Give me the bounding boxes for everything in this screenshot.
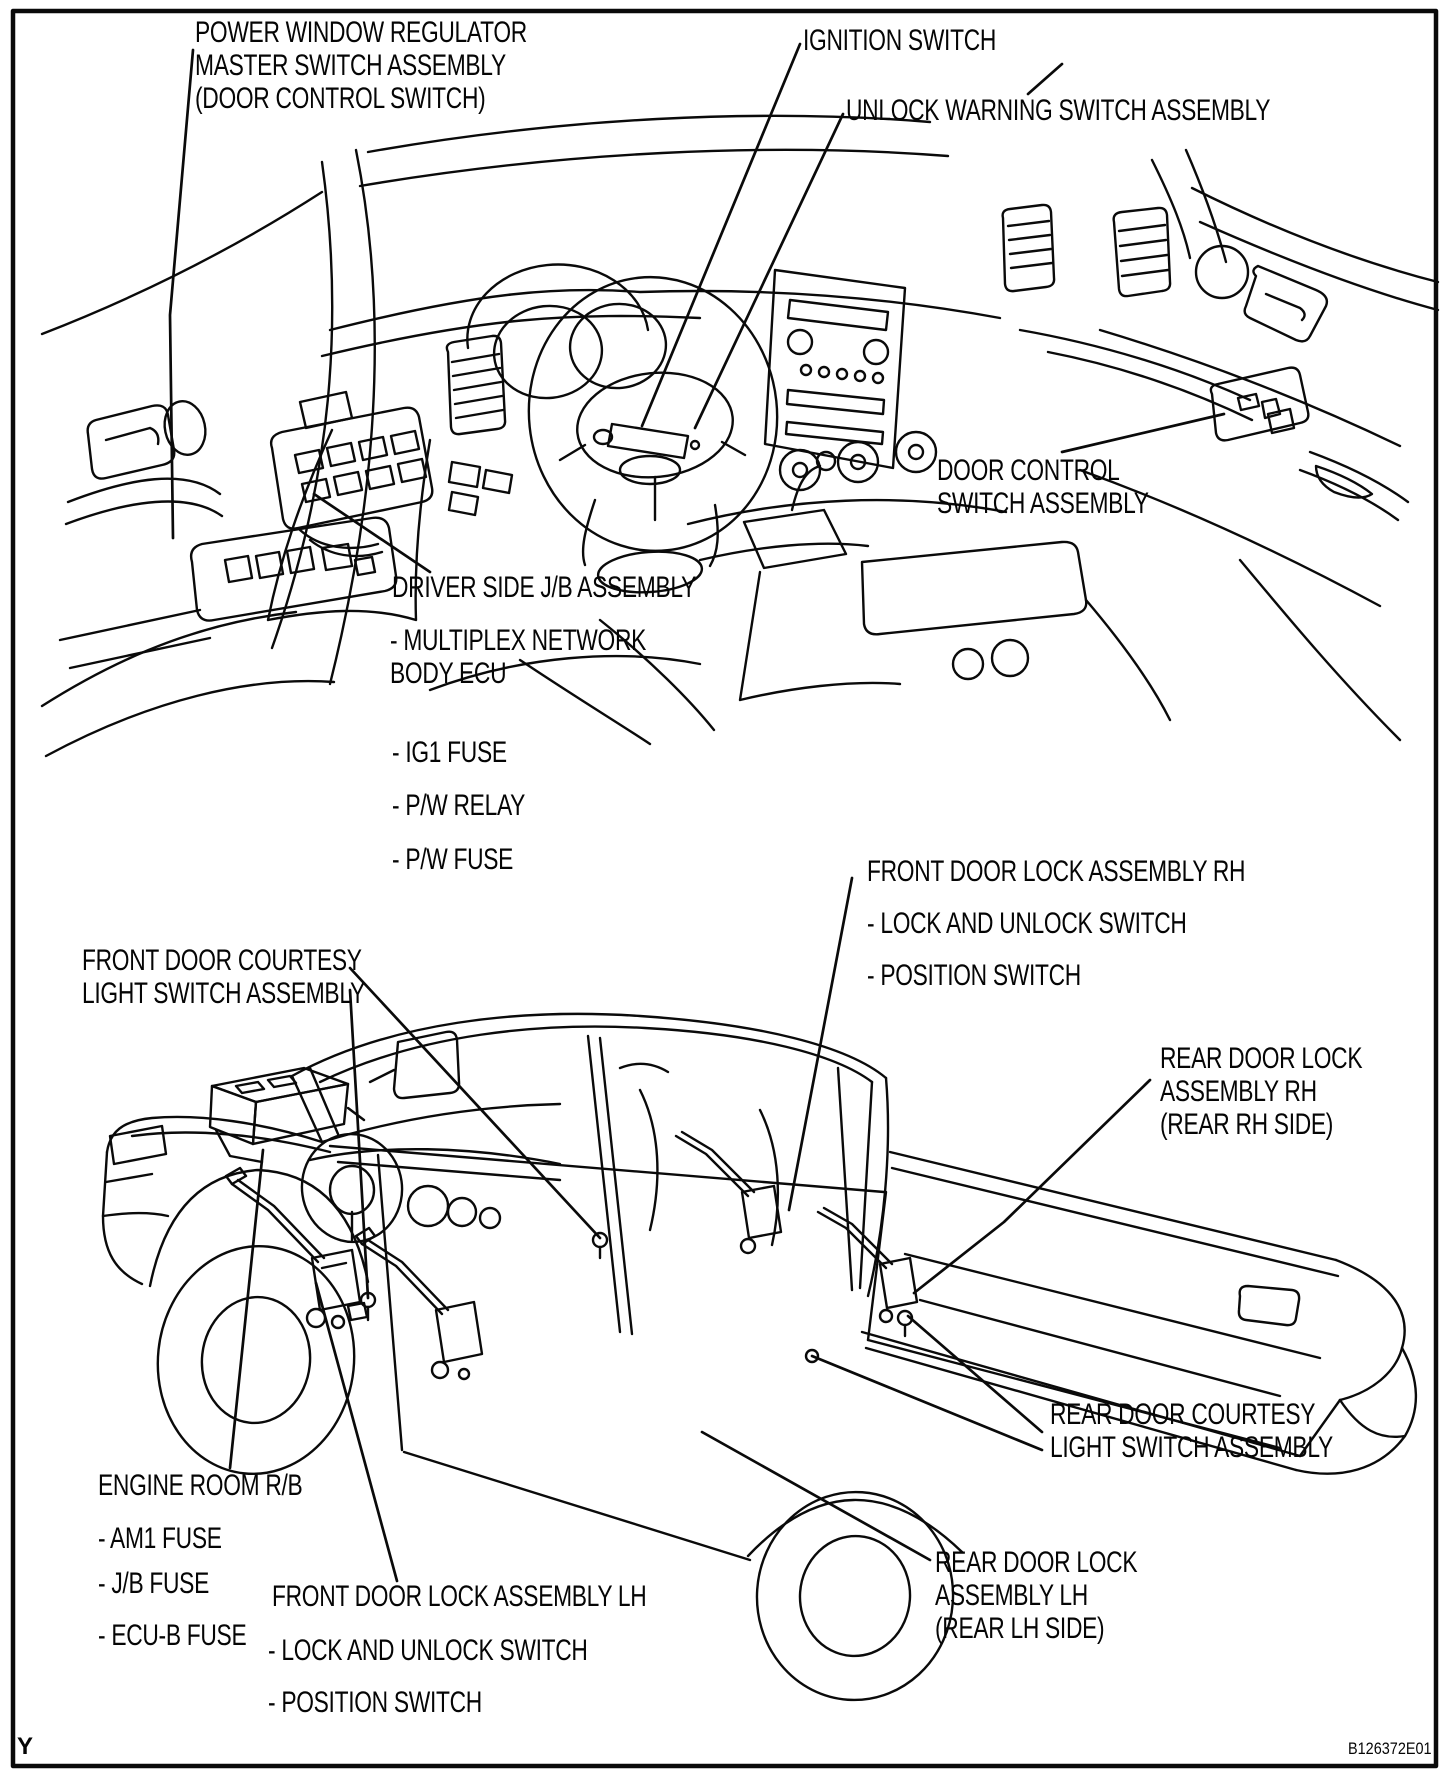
label-power-window-master-switch: POWER WINDOW REGULATOR MASTER SWITCH ASS…	[195, 16, 527, 115]
leader-unlock-warning-switch	[693, 112, 845, 430]
label-front-door-lock-rh: FRONT DOOR LOCK ASSEMBLY RH	[867, 855, 1246, 888]
leader-engine-room-rb	[228, 1148, 265, 1470]
leader-rear-door-lock-rh	[912, 1078, 1152, 1295]
ignition-cylinder	[592, 422, 701, 460]
label-driver-side-jb: DRIVER SIDE J/B ASSEMBLY	[392, 571, 696, 604]
leader-front-door-courtesy-2	[348, 966, 602, 1240]
label-front-door-lock-lh: FRONT DOOR LOCK ASSEMBLY LH	[272, 1580, 647, 1613]
door-control-switch-panel	[1209, 366, 1310, 442]
leader-door-control-switch	[1060, 412, 1226, 454]
label-front-door-lock-lh-item-lock-unlock: - LOCK AND UNLOCK SWITCH	[268, 1634, 588, 1667]
label-jb-item-pw-relay: - P/W RELAY	[392, 789, 526, 822]
leader-front-door-courtesy-1	[348, 988, 370, 1300]
label-rb-item-jb-fuse: - J/B FUSE	[98, 1567, 209, 1600]
page-border	[10, 8, 1439, 1769]
label-rb-item-am1-fuse: - AM1 FUSE	[98, 1522, 222, 1555]
label-jb-item-ig1-fuse: - IG1 FUSE	[392, 736, 507, 769]
label-ignition-switch: IGNITION SWITCH	[803, 24, 997, 57]
courtesy-light-switches	[359, 1231, 914, 1364]
leader-driver-side-jb	[312, 492, 432, 574]
label-front-door-lock-lh-item-position: - POSITION SWITCH	[268, 1686, 482, 1719]
leader-unlock-warning-tick	[1026, 62, 1064, 96]
label-rb-item-ecub-fuse: - ECU-B FUSE	[98, 1619, 247, 1652]
label-jb-item-pw-fuse: - P/W FUSE	[392, 843, 514, 876]
label-door-control-switch: DOOR CONTROL SWITCH ASSEMBLY	[937, 454, 1149, 520]
label-jb-item-multiplex-body-ecu: - MULTIPLEX NETWORK BODY ECU	[390, 624, 647, 690]
label-unlock-warning-switch: UNLOCK WARNING SWITCH ASSEMBLY	[846, 94, 1271, 127]
leader-front-door-lock-lh	[314, 1281, 399, 1583]
figure-code: B126372E01	[1348, 1739, 1432, 1758]
driver-side-jb-box	[269, 390, 514, 558]
label-engine-room-rb: ENGINE ROOM R/B	[98, 1469, 303, 1502]
label-front-door-courtesy: FRONT DOOR COURTESY LIGHT SWITCH ASSEMBL…	[82, 944, 365, 1010]
front-door-lock-rh-mechanism	[674, 1130, 783, 1255]
leader-rear-door-lock-lh	[700, 1430, 932, 1562]
engine-room-rb-box	[208, 1066, 366, 1164]
interior-sketch	[40, 114, 1440, 758]
leader-power-window-master-switch	[168, 48, 195, 540]
label-rear-door-lock-rh: REAR DOOR LOCK ASSEMBLY RH (REAR RH SIDE…	[1160, 1042, 1363, 1141]
leader-front-door-lock-rh	[787, 876, 854, 1212]
page-marker: Y	[17, 1733, 34, 1760]
leader-ignition-switch	[640, 42, 802, 428]
label-front-door-lock-rh-item-lock-unlock: - LOCK AND UNLOCK SWITCH	[867, 907, 1187, 940]
rear-door-lock-rh-mechanism	[816, 1206, 919, 1324]
label-front-door-lock-rh-item-position: - POSITION SWITCH	[867, 959, 1081, 992]
label-rear-door-lock-lh: REAR DOOR LOCK ASSEMBLY LH (REAR LH SIDE…	[935, 1546, 1138, 1645]
steering-wheel	[527, 275, 779, 594]
leader-rear-door-courtesy-1	[906, 1314, 1044, 1434]
leader-rear-door-courtesy-2	[810, 1354, 1044, 1452]
label-rear-door-courtesy: REAR DOOR COURTESY LIGHT SWITCH ASSEMBLY	[1050, 1398, 1333, 1464]
